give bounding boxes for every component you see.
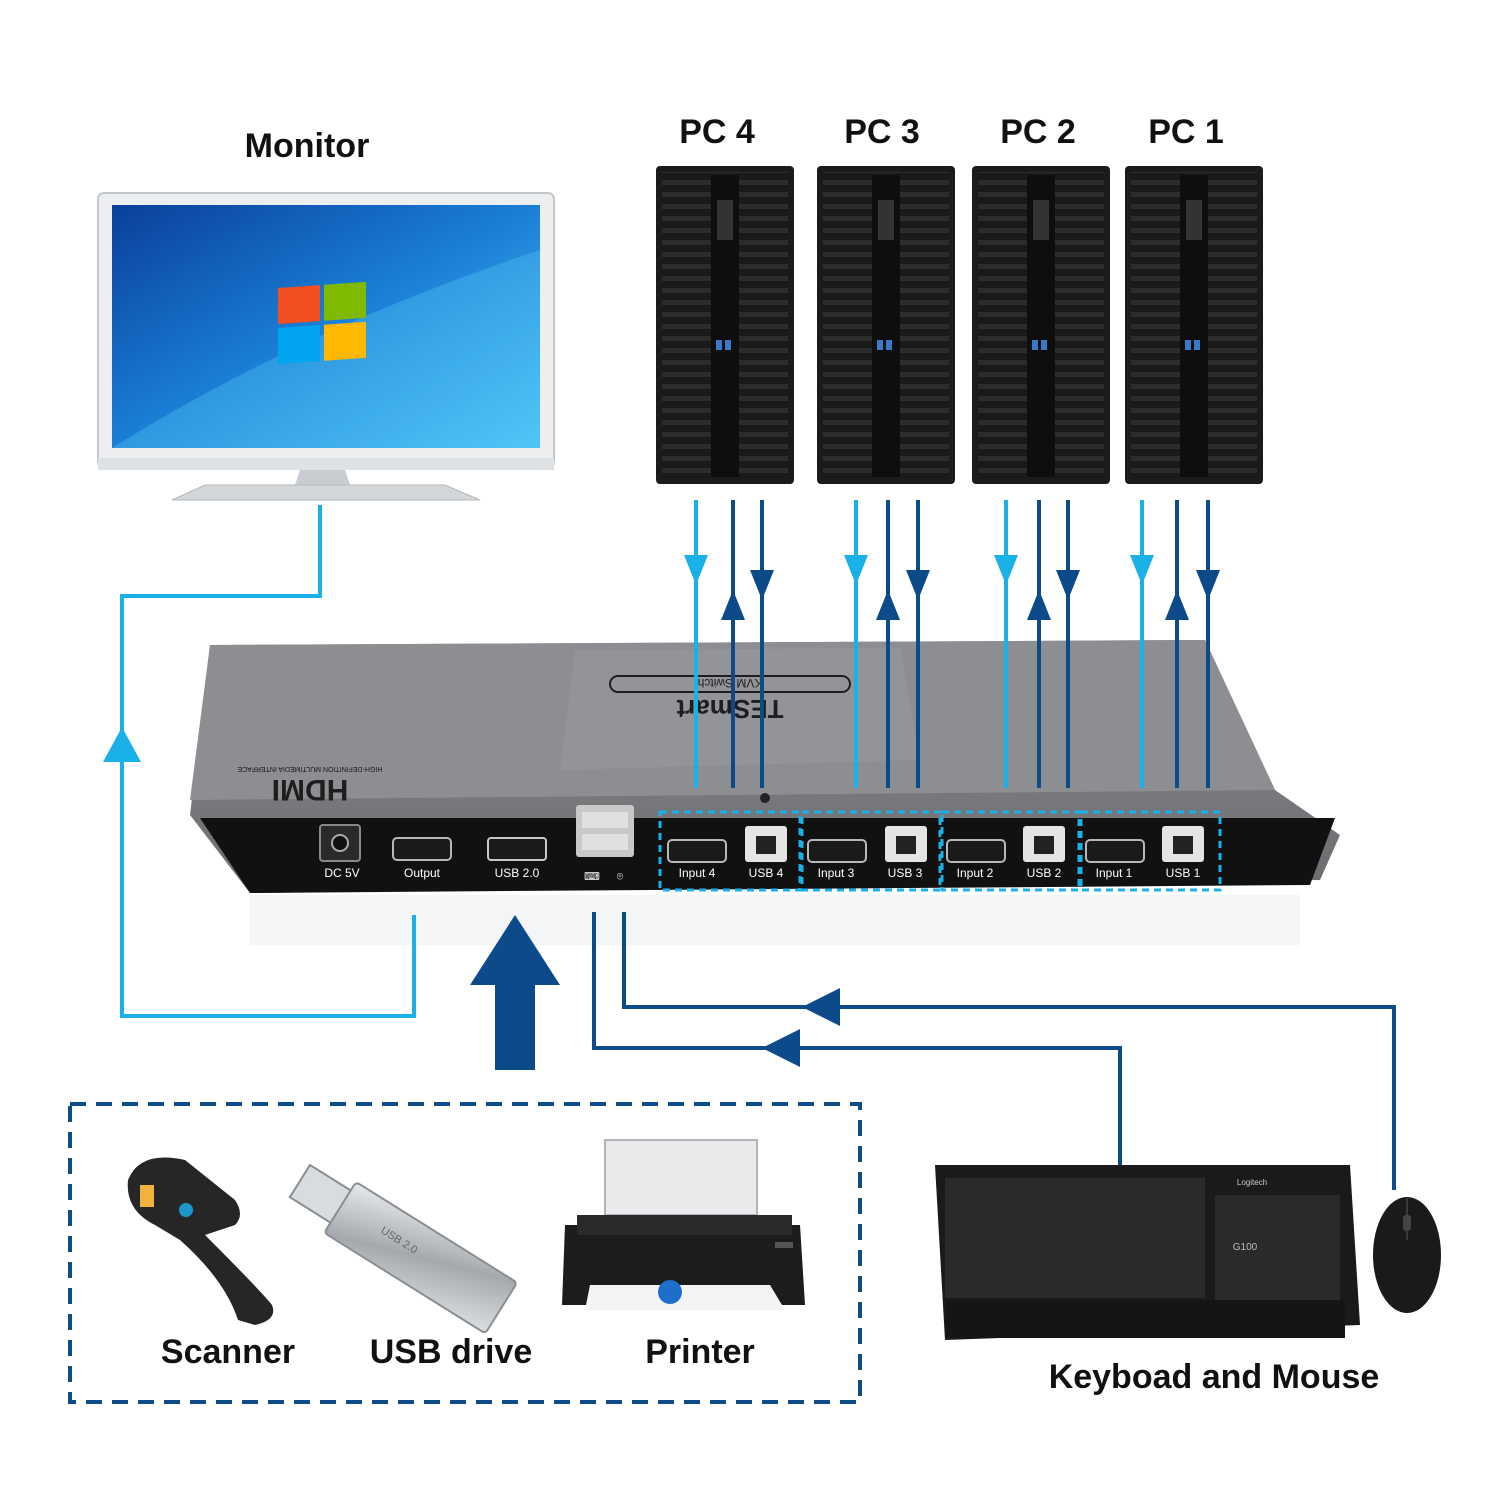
monitor-connection-line	[103, 505, 416, 1018]
pc1-label: PC 1	[1148, 113, 1224, 151]
svg-text:G100: G100	[1233, 1242, 1258, 1253]
pc-tower-1	[1125, 166, 1263, 484]
svg-text:KVM Switch: KVM Switch	[698, 676, 763, 690]
pc3-label: PC 3	[844, 113, 920, 151]
usb1-port-label: USB 1	[1166, 866, 1201, 880]
pc4-port-group	[658, 810, 802, 892]
mouse-line-arrow-icon	[802, 988, 840, 1026]
printer-label: Printer	[645, 1333, 755, 1371]
usb-drive-icon: USB 2.0	[288, 1163, 517, 1334]
pc-connection-arrows	[684, 555, 1220, 620]
pc-connection-lines	[694, 500, 1210, 788]
keyboard-port-icon: ⌨	[584, 871, 600, 883]
printer-icon	[562, 1139, 805, 1310]
switch-reflection	[250, 895, 1300, 945]
svg-text:HIGH-DEFINITION MULTIMEDIA INT: HIGH-DEFINITION MULTIMEDIA INTERFACE	[237, 765, 382, 772]
keyboard-icon: Logitech G100	[935, 1165, 1360, 1340]
monitor-icon	[97, 192, 555, 501]
pc2-label: PC 2	[1000, 113, 1076, 151]
keyboard-line-arrow-icon	[762, 1029, 800, 1067]
barcode-scanner-icon	[127, 1157, 274, 1325]
output-port-label: Output	[404, 866, 441, 880]
hdmi-input1-port	[1085, 839, 1145, 863]
keyboard-mouse-connection-lines	[592, 912, 1396, 1190]
input3-port-label: Input 3	[818, 866, 855, 880]
dc-port-label: DC 5V	[324, 866, 359, 880]
usb20-port-label: USB 2.0	[495, 866, 540, 880]
svg-text:HDMI: HDMI	[272, 773, 349, 806]
svg-text:TESmart: TESmart	[676, 694, 783, 724]
usb-drive-label: USB drive	[370, 1333, 533, 1371]
input2-port-label: Input 2	[957, 866, 994, 880]
monitor-label: Monitor	[245, 127, 370, 165]
usb-devices-group	[68, 1102, 862, 1404]
scanner-label: Scanner	[161, 1333, 295, 1371]
kvm-switch: HDMI HIGH-DEFINITION MULTIMEDIA INTERFAC…	[190, 640, 1340, 893]
pc-tower-2	[972, 166, 1110, 484]
pc2-port-group	[940, 810, 1081, 892]
hdmi-output-port	[392, 837, 452, 861]
usb-devices-arrow-icon	[470, 915, 560, 1070]
hdmi-logo: HDMI HIGH-DEFINITION MULTIMEDIA INTERFAC…	[237, 765, 382, 806]
pc-tower-4	[656, 166, 794, 484]
usb2-port-label: USB 2	[1027, 866, 1062, 880]
usb4-port-label: USB 4	[749, 866, 784, 880]
svg-text:Logitech: Logitech	[1237, 1178, 1267, 1187]
mouse-port-icon: ⌾	[617, 871, 624, 883]
hdmi-input4-port	[667, 839, 727, 863]
pc-tower-3	[817, 166, 955, 484]
input4-port-label: Input 4	[679, 866, 716, 880]
usb3-port-label: USB 3	[888, 866, 923, 880]
hdmi-input2-port	[946, 839, 1006, 863]
usb20-port	[487, 837, 547, 861]
hdmi-input3-port	[807, 839, 867, 863]
pc4-label: PC 4	[679, 113, 755, 151]
mouse-icon	[1373, 1197, 1441, 1313]
input1-port-label: Input 1	[1096, 866, 1133, 880]
keyboard-mouse-label: Keyboad and Mouse	[1049, 1358, 1380, 1396]
windows-logo-icon	[278, 281, 366, 364]
